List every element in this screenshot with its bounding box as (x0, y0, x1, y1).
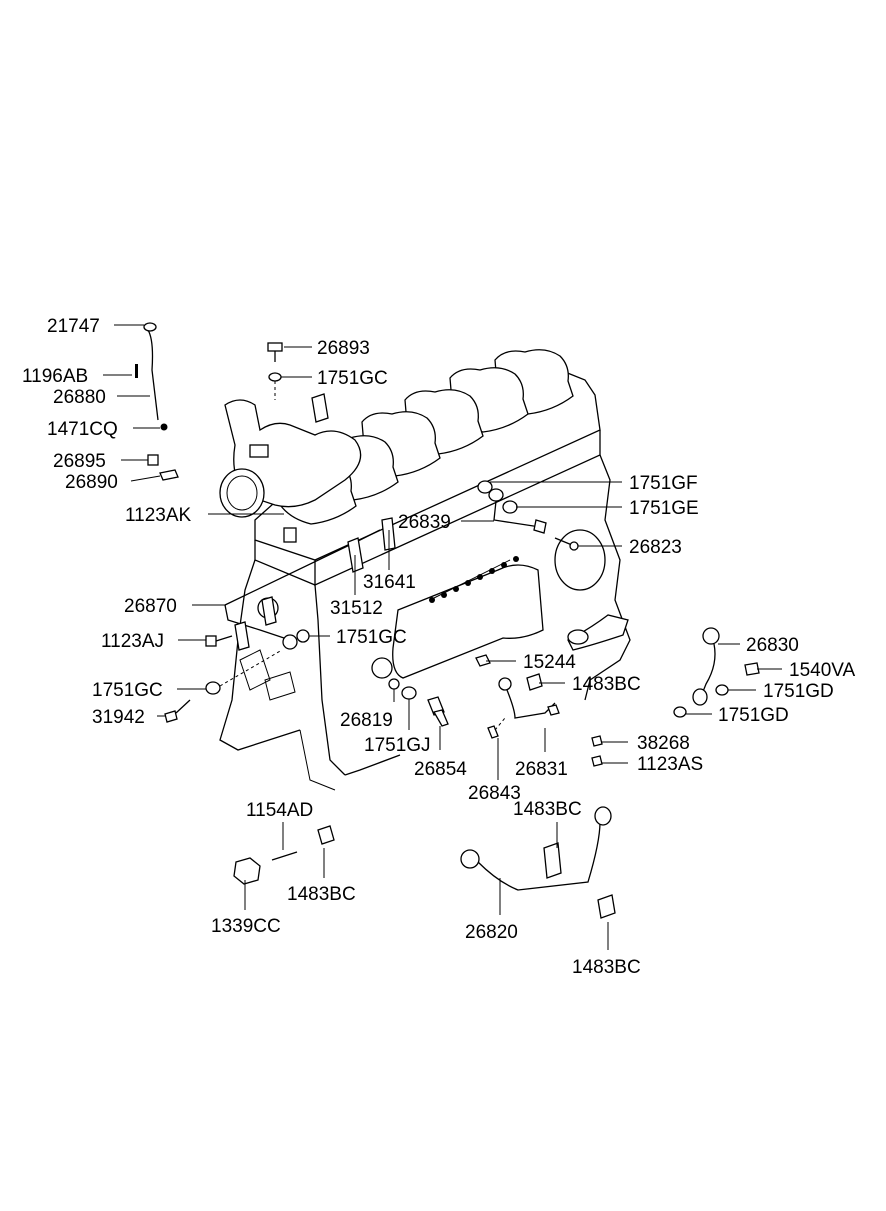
top-bolt (267, 342, 283, 400)
label-1751GC-top: 1751GC (317, 368, 388, 389)
engine-block (219, 349, 631, 791)
label-1339CC: 1339CC (211, 916, 281, 937)
label-21747: 21747 (47, 316, 100, 337)
label-1540VA: 1540VA (789, 660, 856, 681)
label-31641: 31641 (363, 572, 416, 593)
callout-labels: 21747 1196AB 26880 1471CQ 26895 26890 11… (22, 316, 856, 978)
label-26820: 26820 (465, 922, 518, 943)
label-26823: 26823 (629, 537, 682, 558)
label-1751GD-b: 1751GD (718, 705, 789, 726)
label-1123AS: 1123AS (637, 754, 703, 775)
label-26843: 26843 (468, 783, 521, 804)
dipstick-assembly (135, 322, 179, 481)
label-1751GJ: 1751GJ (364, 735, 431, 756)
label-1483BC-b: 1483BC (287, 884, 356, 905)
pipe-26839 (477, 480, 547, 534)
small-bolts-right (591, 735, 603, 767)
label-1483BC-a: 1483BC (572, 674, 641, 695)
label-1471CQ: 1471CQ (47, 419, 118, 440)
label-1751GC-left: 1751GC (92, 680, 163, 701)
center-fittings (388, 654, 506, 739)
left-fasteners (164, 527, 310, 723)
label-1751GF: 1751GF (629, 473, 698, 494)
label-38268: 38268 (637, 733, 690, 754)
label-26895: 26895 (53, 451, 106, 472)
label-1123AK: 1123AK (125, 505, 192, 526)
label-26893: 26893 (317, 338, 370, 359)
label-26839: 26839 (398, 512, 451, 533)
label-1154AD: 1154AD (246, 800, 313, 821)
label-1751GD-a: 1751GD (763, 681, 834, 702)
label-31512: 31512 (330, 598, 383, 619)
label-26870: 26870 (124, 596, 177, 617)
label-26890: 26890 (65, 472, 118, 493)
label-26830: 26830 (746, 635, 799, 656)
label-26819: 26819 (340, 710, 393, 731)
label-1483BC-c: 1483BC (513, 799, 582, 820)
label-1123AJ: 1123AJ (101, 631, 164, 652)
label-31942: 31942 (92, 707, 145, 728)
label-26831: 26831 (515, 759, 568, 780)
label-1751GE: 1751GE (629, 498, 699, 519)
label-1751GC-mid: 1751GC (336, 627, 407, 648)
stud-and-nut (233, 825, 335, 885)
label-26880: 26880 (53, 387, 106, 408)
label-1483BC-d: 1483BC (572, 957, 641, 978)
label-15244: 15244 (523, 652, 576, 673)
pipe-26820 (460, 806, 616, 919)
pipe-26831 (498, 673, 560, 719)
label-1196AB: 1196AB (22, 366, 88, 387)
leader-lines (103, 324, 782, 950)
label-26854: 26854 (414, 759, 467, 780)
